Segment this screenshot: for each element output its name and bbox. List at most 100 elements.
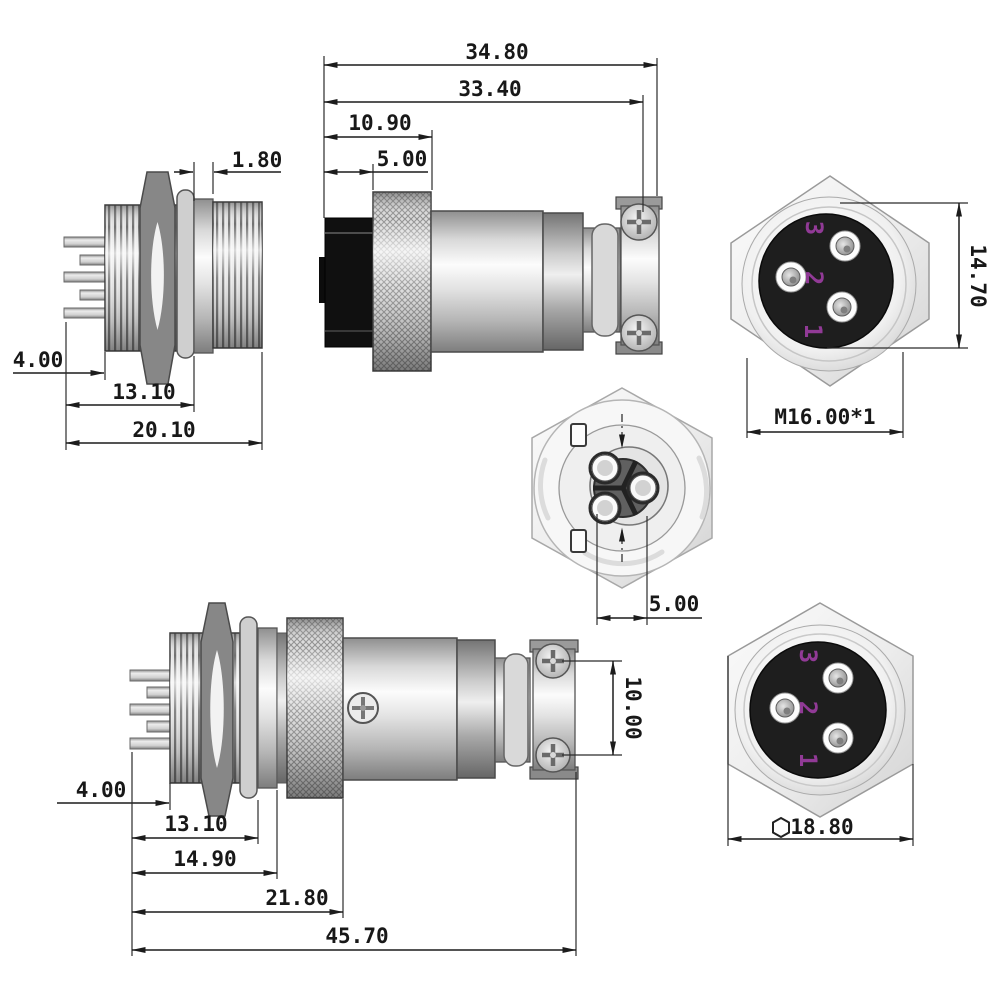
solder-pin bbox=[129, 669, 173, 682]
dim-front-length-label: 13.10 bbox=[164, 812, 227, 836]
shading-overlay bbox=[373, 192, 431, 371]
dim-insert-height-label: 14.70 bbox=[966, 244, 990, 307]
dim-total-length-label: 34.80 bbox=[465, 40, 528, 64]
dim-pin-length: 4.00 bbox=[57, 778, 171, 810]
pin-contact bbox=[822, 662, 854, 694]
dim-washer-length: 14.90 bbox=[131, 790, 278, 879]
solder-pin bbox=[129, 703, 173, 716]
clamp-screw bbox=[535, 737, 571, 773]
thread-spec-label: M16.00*1 bbox=[774, 405, 875, 429]
insert-divider bbox=[620, 459, 639, 490]
dim-hex-across-flats-label: 18.80 bbox=[790, 815, 853, 839]
dim-clamp-width: 10.00 bbox=[562, 660, 645, 756]
solder-pin bbox=[63, 236, 108, 248]
pin-contact bbox=[826, 291, 858, 323]
pin-number-1: 1 bbox=[794, 753, 822, 767]
rim-reflection bbox=[537, 457, 551, 521]
assembled-side-view: 10.00 4.00 13.10 14.90 21.80 45.70 bbox=[57, 602, 645, 956]
pin-contact bbox=[775, 261, 807, 293]
hex-across-flats-icon bbox=[772, 816, 790, 839]
solder-cup bbox=[588, 451, 622, 485]
plug-collar bbox=[456, 639, 496, 779]
rim-reflection bbox=[696, 455, 710, 520]
solder-pin bbox=[146, 720, 173, 733]
plug-barrel bbox=[430, 210, 544, 353]
dim-coupling-length: 21.80 bbox=[131, 799, 344, 918]
dim-knurl-offset-label: 5.00 bbox=[377, 147, 428, 171]
dim-insert-height: 14.70 bbox=[827, 202, 990, 349]
keyway-slot bbox=[570, 423, 587, 447]
solder-cup bbox=[626, 471, 660, 505]
rim-reflection bbox=[582, 549, 665, 567]
dim-total-length: 34.80 bbox=[323, 40, 658, 196]
dim-pin-length: 4.00 bbox=[13, 348, 106, 380]
pin-number-2: 2 bbox=[800, 271, 828, 285]
clamp-screw bbox=[620, 314, 658, 352]
shell-inner-ring bbox=[751, 206, 907, 362]
dim-washer-thickness: 1.80 bbox=[174, 148, 282, 201]
socket-face-view: 3 2 1 18.80 bbox=[727, 602, 914, 846]
o-ring bbox=[591, 223, 619, 337]
dim-hex-across-flats: 18.80 bbox=[727, 656, 914, 846]
dim-coupling-length-label: 21.80 bbox=[265, 886, 328, 910]
plug-face-view: 3 2 1 14.70 M16.00*1 bbox=[730, 175, 990, 438]
plug-collar bbox=[542, 212, 584, 351]
dim-contact-spacing: 5.00 bbox=[596, 514, 702, 625]
pin-number-2: 2 bbox=[794, 701, 822, 715]
solder-pin bbox=[146, 686, 173, 699]
rear-face-view: 5.00 bbox=[531, 387, 713, 625]
socket-solder-pins bbox=[129, 669, 173, 750]
dim-thread-spec: M16.00*1 bbox=[746, 352, 904, 438]
o-ring bbox=[503, 653, 529, 767]
socket-solder-pins bbox=[63, 236, 108, 319]
socket-side-view: 1.80 4.00 13.10 20.10 bbox=[13, 148, 282, 450]
mount-washer bbox=[193, 198, 214, 354]
dim-washer-thickness-label: 1.80 bbox=[232, 148, 283, 172]
solder-pin bbox=[129, 737, 173, 750]
solder-pin bbox=[79, 289, 108, 301]
dim-pin-length-label: 4.00 bbox=[13, 348, 64, 372]
dim-body-length: 33.40 bbox=[323, 77, 644, 212]
dim-body-length-label: 33.40 bbox=[458, 77, 521, 101]
mount-washer bbox=[257, 627, 278, 789]
shading-overlay bbox=[287, 618, 343, 798]
shell-inner-ring bbox=[743, 633, 897, 787]
pin-number-3: 3 bbox=[800, 221, 828, 235]
dim-front-length: 13.10 bbox=[65, 322, 195, 450]
dim-front-length-label: 13.10 bbox=[112, 380, 175, 404]
dim-total-length-label: 20.10 bbox=[132, 418, 195, 442]
rubber-gasket bbox=[176, 189, 195, 359]
solder-cup bbox=[588, 491, 622, 525]
solder-pin bbox=[63, 271, 108, 283]
dim-contact-spacing-label: 5.00 bbox=[649, 592, 700, 616]
pin-number-1: 1 bbox=[799, 324, 827, 338]
solder-pin bbox=[63, 307, 108, 319]
dim-pin-length-label: 4.00 bbox=[76, 778, 127, 802]
set-screw bbox=[347, 692, 379, 724]
clamp-screw bbox=[620, 203, 658, 241]
dim-front-length: 13.10 bbox=[131, 800, 259, 844]
dim-total-length: 20.10 bbox=[65, 352, 263, 450]
plug-mating-front bbox=[324, 217, 374, 348]
hex-nut-facet-highlight bbox=[151, 222, 164, 330]
dim-total-length-label: 45.70 bbox=[325, 924, 388, 948]
pin-contact bbox=[829, 230, 861, 262]
pin-number-3: 3 bbox=[794, 649, 822, 663]
dim-clamp-width-label: 10.00 bbox=[621, 676, 645, 739]
dim-total-length: 45.70 bbox=[131, 772, 577, 956]
hex-nut-facet-highlight bbox=[210, 650, 224, 768]
dim-washer-length-label: 14.90 bbox=[173, 847, 236, 871]
insert-divider bbox=[620, 486, 639, 517]
pin-contact bbox=[822, 722, 854, 754]
spacer-ring bbox=[276, 632, 288, 784]
shading-overlay bbox=[213, 202, 262, 348]
rubber-gasket bbox=[239, 616, 258, 799]
pin-contact bbox=[769, 692, 801, 724]
dim-front-length-label: 10.90 bbox=[348, 111, 411, 135]
dim-front-length: 10.90 bbox=[323, 111, 433, 190]
solder-pin bbox=[79, 254, 108, 266]
dim-knurl-offset: 5.00 bbox=[323, 147, 428, 190]
keyway-slot bbox=[570, 529, 587, 553]
